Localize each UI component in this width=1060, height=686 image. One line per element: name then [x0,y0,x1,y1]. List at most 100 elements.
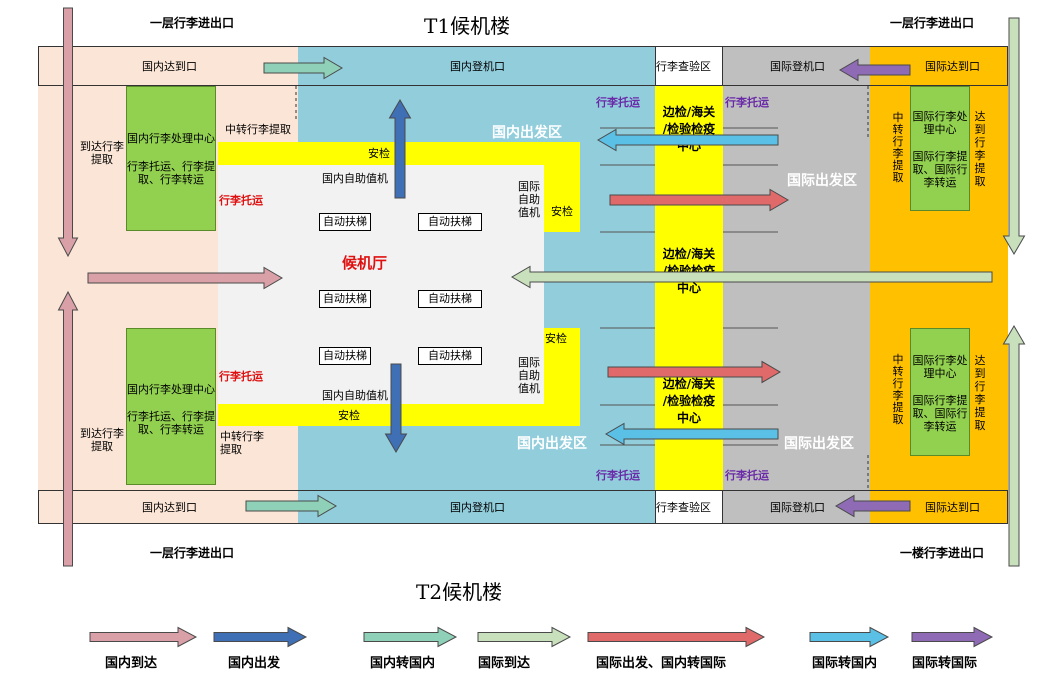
intl-departure-top: 国际出发区 [787,173,857,189]
control-strip [655,46,723,524]
legend-label: 国际到达 [478,656,531,671]
intl-self-checkin-bottom: 国际 自助 值机 [518,356,540,395]
arrival-pickup-top: 到达行李 提取 [80,140,124,166]
top-intl-boarding-gate: 国际登机口 [770,60,825,73]
security-right-bottom: 安检 [545,332,567,345]
intl-arrival-arrow-up [1002,325,1026,567]
domestic-baggage-center-bottom [126,328,216,485]
transfer-pickup-top: 中转行李提取 [225,123,291,136]
intl-arrival-arrow-down [1002,17,1026,255]
top-baggage-check-area: 行李查验区 [656,60,711,73]
domestic-center-bottom-sub: 行李托运、行李提 取、行李转运 [127,410,215,436]
bottom-domestic-arrival-gate: 国内达到口 [142,501,197,514]
legend-arrow [213,626,308,648]
exit-bottom-left: 一层行李进出口 [150,546,235,560]
intl-departure-arrow-top [609,188,789,212]
intl-center-top-sub: 国际行李提 取、国际行 李转运 [912,150,968,189]
legend-label: 国际转国际 [912,656,978,671]
top-row-border [38,46,1008,86]
domestic-arrival-arrow-hall [87,266,283,290]
legend-arrow [477,626,572,648]
baggage-tag-top-right: 行李托运 [725,96,769,109]
legend-label: 国内出发 [228,656,281,671]
domestic-departure-bottom: 国内出发区 [517,436,587,452]
intl-transfer-pickup-top: 中 转 行 李 提 取 [892,111,904,184]
waiting-hall-name: 候机厅 [342,254,388,272]
escalator: 自动扶梯 [319,290,371,308]
escalator: 自动扶梯 [319,347,371,365]
top-domestic-boarding-gate: 国内登机口 [450,60,505,73]
intl-baggage-center-top [910,86,970,211]
bottom-baggage-check-area: 行李查验区 [656,501,711,514]
security-bottom: 安检 [338,409,360,422]
intl-baggage-center-bottom [910,328,970,456]
arrival-pickup-bottom: 到达行李 提取 [80,427,124,453]
domestic-center-top-sub: 行李托运、行李提 取、行李转运 [127,160,215,186]
domestic-departure-top: 国内出发区 [492,125,562,141]
exit-top-left: 一层行李进出口 [150,16,235,30]
legend-label: 国际转国内 [812,656,878,671]
legend-arrow [809,626,890,648]
baggage-tag-bottom-left: 行李托运 [596,469,640,482]
escalator: 自动扶梯 [418,347,482,365]
domestic-center-top-title: 国内行李处理中心 [127,132,215,145]
intl-to-intl-arrow-bottom [835,494,911,518]
t1-title: T1候机楼 [424,14,511,38]
bottom-row-border [38,490,1008,524]
bottom-intl-boarding-gate: 国际登机口 [770,501,825,514]
legend-arrow [587,626,766,648]
escalator: 自动扶梯 [418,290,482,308]
escalator: 自动扶梯 [418,213,482,231]
border-control-center-top: 边检/海关 /检验检疫 中心 [662,105,716,153]
domestic-arrival-arrow-up [57,290,79,567]
domestic-baggage-center-top [126,86,216,231]
intl-to-domestic-arrow-top [597,128,779,152]
intl-center-bottom-title: 国际行李处 理中心 [912,354,968,380]
domestic-departure-arrow-down [384,363,408,453]
legend-arrow [363,626,458,648]
domestic-self-checkin-bottom: 国内自助值机 [322,389,388,402]
exit-top-right: 一层行李进出口 [890,16,975,30]
exit-bottom-right: 一楼行李进出口 [900,546,985,560]
intl-transfer-pickup-bottom: 中 转 行 李 提 取 [892,353,904,426]
bottom-domestic-boarding-gate: 国内登机口 [450,501,505,514]
security-band-bottom-right [544,328,580,426]
intl-center-top-title: 国际行李处 理中心 [912,110,968,136]
waiting-hall [218,165,544,404]
intl-departure-bottom: 国际出发区 [784,436,854,452]
security-right-top: 安检 [551,205,573,218]
legend-label: 国内转国内 [370,656,436,671]
security-top: 安检 [368,147,390,160]
intl-arrival-arrow-hall [511,265,993,289]
baggage-check-cell-top [655,46,723,86]
baggage-tag-top-left: 行李托运 [596,96,640,109]
legend-label: 国际出发、国内转国际 [596,656,727,671]
legend-arrow [89,626,198,648]
intl-departure-arrow-bottom [607,360,781,384]
baggage-check-cell-bottom [655,490,723,524]
domestic-self-checkin-top: 国内自助值机 [322,172,388,185]
t2-title: T2候机楼 [416,580,503,604]
top-intl-arrival-gate: 国际达到口 [925,60,980,73]
security-band-top-right [544,142,580,232]
domestic-transfer-arrow-top [263,56,343,80]
checkin-baggage-top: 行李托运 [219,194,263,207]
intl-to-intl-arrow-top [839,58,911,82]
intl-arrival-pickup-bottom: 达 到 行 李 提 取 [974,354,986,432]
domestic-departure-arrow-up [388,99,412,199]
top-domestic-arrival-gate: 国内达到口 [142,60,197,73]
legend-arrow [911,626,994,648]
checkin-baggage-bottom: 行李托运 [219,370,263,383]
intl-departure-zone [723,46,870,524]
intl-center-bottom-sub: 国际行李提 取、国际行 李转运 [912,394,968,433]
bottom-intl-arrival-gate: 国际达到口 [925,501,980,514]
intl-arrival-pickup-top: 达 到 行 李 提 取 [974,110,986,188]
transfer-pickup-bottom: 中转行李 提取 [220,430,264,456]
escalator: 自动扶梯 [319,213,371,231]
border-control-center-bottom: 边检/海关 /检验检疫 中心 [662,377,716,425]
legend-label: 国内到达 [105,656,158,671]
domestic-transfer-arrow-bottom [245,494,337,518]
